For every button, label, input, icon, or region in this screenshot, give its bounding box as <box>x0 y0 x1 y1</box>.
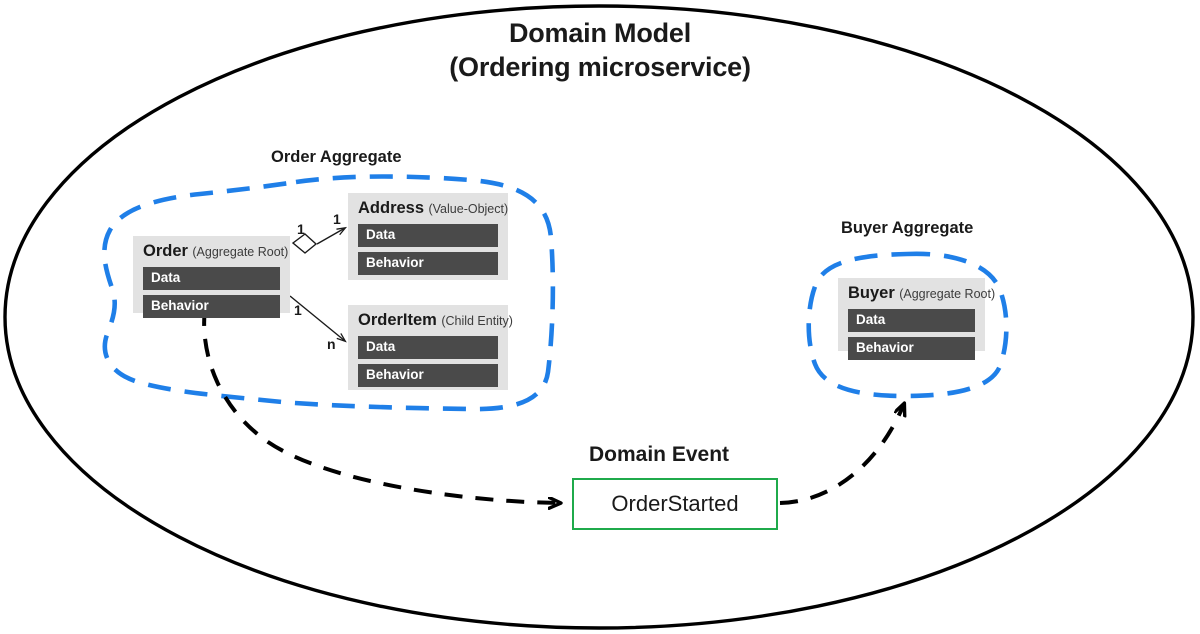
entity-buyer-name: Buyer <box>848 284 895 302</box>
multiplicity-order-to-orderitem-target: n <box>327 336 336 352</box>
relation-order-address <box>291 226 348 254</box>
domain-event-orderstarted[interactable]: OrderStarted <box>572 478 778 530</box>
entity-orderitem-header: OrderItem (Child Entity) <box>358 311 513 331</box>
entity-buyer-stereotype: (Aggregate Root) <box>899 287 996 301</box>
title-line-2: (Ordering microservice) <box>449 52 751 82</box>
entity-order-member-data[interactable]: Data <box>143 267 280 290</box>
entity-orderitem-stereotype: (Child Entity) <box>441 314 513 328</box>
order-aggregate-boundary <box>102 174 556 412</box>
relation-order-event-dashed <box>202 307 560 503</box>
microservice-boundary-ellipse <box>3 4 1195 630</box>
entity-address-member-behavior[interactable]: Behavior <box>358 252 498 275</box>
relation-order-orderitem <box>289 295 347 343</box>
entity-order-member-behavior[interactable]: Behavior <box>143 295 280 318</box>
domain-event-caption: Domain Event <box>589 443 730 466</box>
entity-buyer-header: Buyer (Aggregate Root) <box>848 284 995 304</box>
entity-address-member-data[interactable]: Data <box>358 224 498 247</box>
order-aggregate-caption: Order Aggregate <box>271 148 402 166</box>
entity-orderitem[interactable]: OrderItem (Child Entity) Data Behavior <box>348 305 513 390</box>
entity-order[interactable]: Order (Aggregate Root) Data Behavior <box>133 236 290 318</box>
entity-order-header: Order (Aggregate Root) <box>143 242 288 262</box>
entity-buyer[interactable]: Buyer (Aggregate Root) Data Behavior <box>838 278 995 360</box>
entity-orderitem-name: OrderItem <box>358 311 437 329</box>
entity-orderitem-member-data[interactable]: Data <box>358 336 498 359</box>
entity-address-stereotype: (Value-Object) <box>428 202 509 216</box>
buyer-aggregate-caption: Buyer Aggregate <box>841 219 974 237</box>
entity-order-name: Order <box>143 242 188 260</box>
entity-order-stereotype: (Aggregate Root) <box>192 245 289 259</box>
entity-buyer-member-data[interactable]: Data <box>848 309 975 332</box>
entity-buyer-member-behavior[interactable]: Behavior <box>848 337 975 360</box>
entity-address[interactable]: Address (Value-Object) Data Behavior <box>348 193 508 280</box>
entity-address-name: Address <box>358 199 425 217</box>
entity-address-header: Address (Value-Object) <box>358 199 508 219</box>
domain-event-name: OrderStarted <box>611 491 739 516</box>
entity-orderitem-member-behavior[interactable]: Behavior <box>358 364 498 387</box>
multiplicity-order-to-orderitem-source: 1 <box>294 302 302 318</box>
page-title: Domain Model (Ordering microservice) <box>0 16 1200 84</box>
multiplicity-order-to-address-source: 1 <box>297 221 305 237</box>
multiplicity-order-to-address-target: 1 <box>333 211 341 227</box>
relation-event-buyer-dashed <box>779 404 904 505</box>
title-line-1: Domain Model <box>508 18 692 48</box>
